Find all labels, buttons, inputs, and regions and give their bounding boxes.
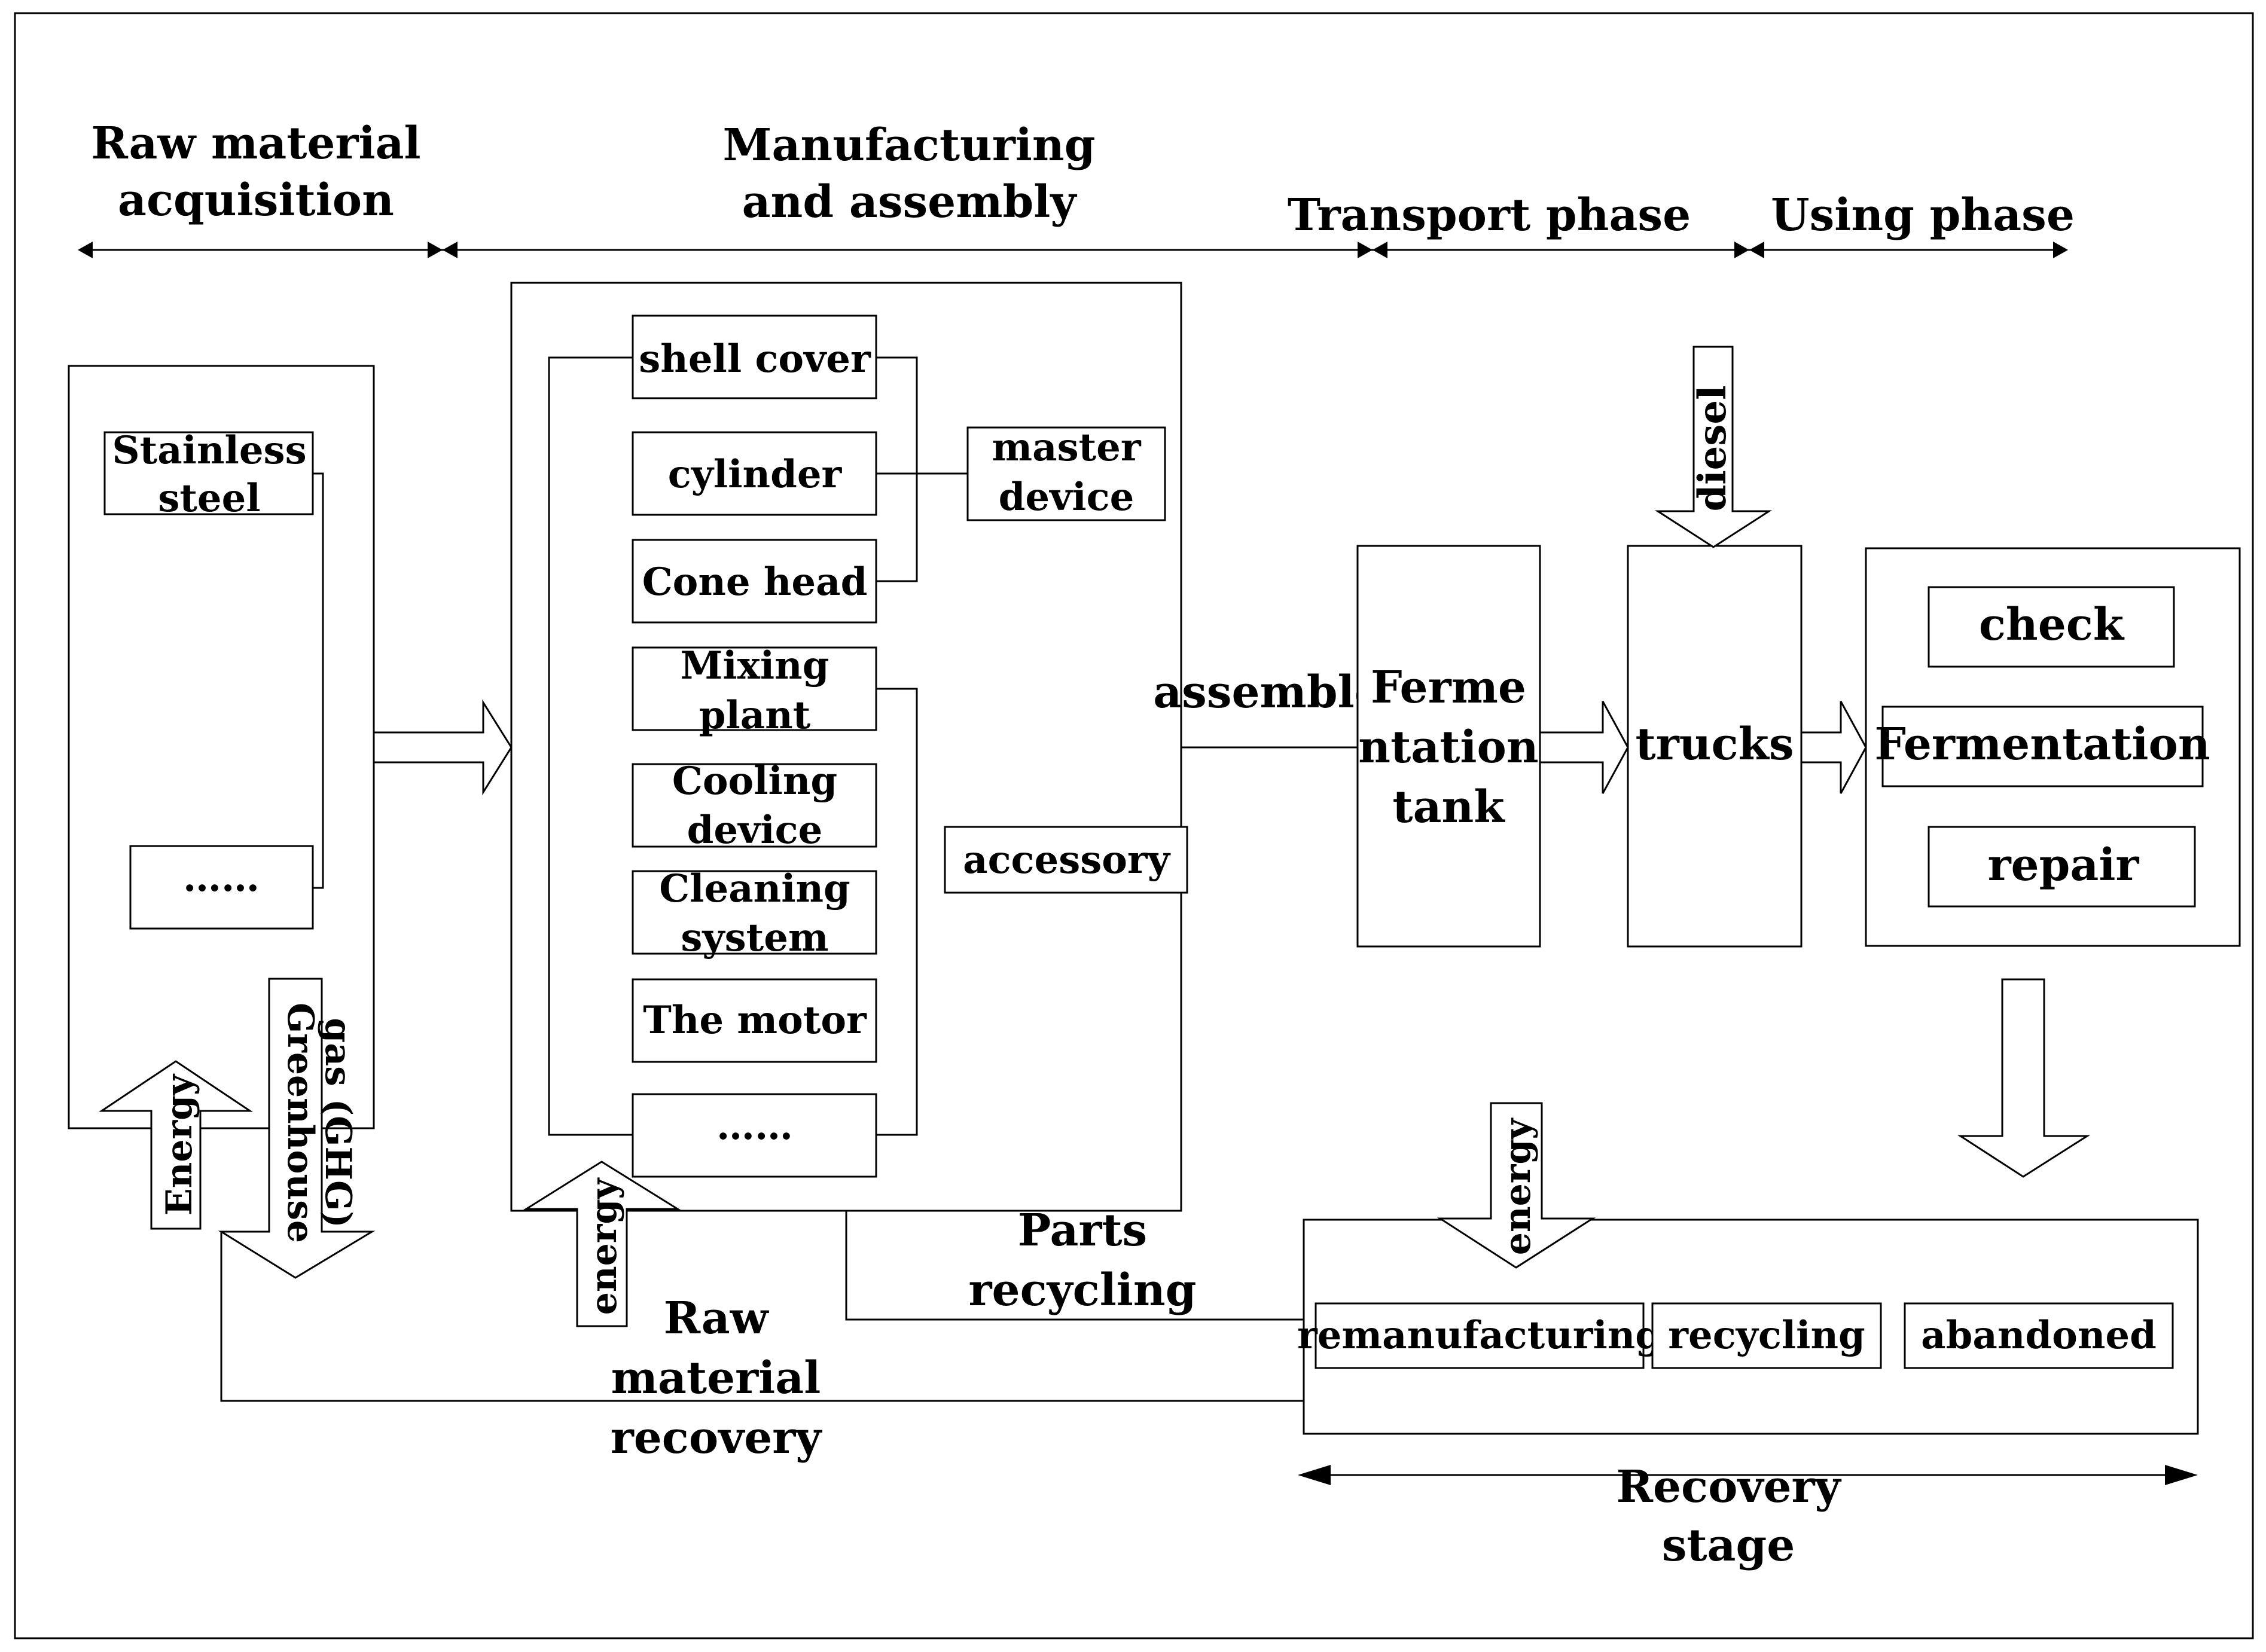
cleaning-system-label-2: system — [681, 915, 828, 960]
mixing-plant-label-2: plant — [699, 693, 811, 738]
repair-box — [1928, 826, 2196, 908]
phase-label-manufacturing-2: and assembly — [742, 176, 1078, 228]
parts-recycling-label-1: Parts — [1018, 1205, 1147, 1256]
components-outer-bracket — [548, 356, 633, 1136]
stainless-steel-label-1: Stainless — [112, 428, 306, 473]
accessory-label: accessory — [963, 838, 1171, 883]
raw-material-bracket — [313, 472, 324, 889]
fermentation-tank-label-3: tank — [1392, 781, 1505, 833]
flow-arrow-raw-to-manufacturing — [373, 699, 513, 796]
accessory-bracket — [876, 688, 918, 1136]
shell-cover-label: shell cover — [639, 337, 871, 381]
trucks-label: trucks — [1636, 719, 1794, 770]
remanufacturing-box — [1315, 1302, 1645, 1369]
fermentation-tank-label-2: ntation — [1358, 722, 1538, 773]
energy-down-arrow-recovery — [1437, 1102, 1596, 1269]
diesel-down-arrow — [1654, 346, 1773, 548]
cylinder-label: cylinder — [668, 452, 843, 497]
ghg-label-2: gas (GHG) — [317, 1018, 359, 1227]
parts-recycling-line — [845, 1211, 1304, 1321]
abandoned-label: abandoned — [1921, 1313, 2157, 1358]
energy-label-manufacturing: energy — [583, 1177, 625, 1315]
recycling-box — [1651, 1302, 1882, 1369]
master-device-box — [966, 426, 1166, 521]
phase-label-raw-material-2: acquisition — [118, 175, 394, 226]
cone-head-label: Cone head — [642, 560, 868, 604]
phase-timeline — [78, 242, 2068, 258]
cleaning-system-box — [632, 870, 877, 955]
recovery-stage-label-2: stage — [1662, 1520, 1795, 1571]
the-motor-box — [632, 978, 877, 1063]
recycling-label: recycling — [1668, 1313, 1865, 1358]
accessory-box — [944, 826, 1188, 894]
components-more-box — [632, 1093, 877, 1178]
ghg-down-arrow — [218, 978, 376, 1279]
raw-material-recovery-label-1: Raw — [664, 1293, 770, 1344]
check-box — [1928, 586, 2175, 668]
cooling-device-label-1: Cooling — [672, 759, 837, 804]
master-bracket — [876, 356, 918, 582]
raw-material-recovery-line — [220, 1232, 1304, 1402]
cleaning-system-label-1: Cleaning — [659, 866, 850, 911]
energy-up-arrow-manufacturing — [523, 1161, 681, 1327]
cone-head-box — [632, 539, 877, 624]
manufacturing-box — [510, 282, 1182, 1212]
energy-label-raw: Energy — [158, 1073, 200, 1216]
fermentation-tank-box — [1356, 545, 1541, 948]
ghg-label-1: Greenhouse — [279, 1003, 321, 1243]
assemble-label: assemble — [1153, 667, 1383, 718]
check-label: check — [1979, 599, 2125, 651]
mixing-plant-label-1: Mixing — [681, 643, 829, 688]
phase-label-manufacturing-1: Manufacturing — [723, 120, 1096, 171]
raw-material-more-label: …… — [183, 856, 260, 900]
master-device-label-1: master — [992, 425, 1142, 470]
energy-label-recovery: energy — [1497, 1117, 1539, 1256]
raw-material-recovery-label-3: recovery — [611, 1412, 823, 1464]
repair-label: repair — [1988, 839, 2140, 891]
raw-material-recovery-label-2: material — [611, 1352, 821, 1404]
master-device-label-2: device — [999, 475, 1134, 520]
raw-material-more-box — [129, 845, 314, 930]
phase-label-transport: Transport phase — [1288, 190, 1691, 241]
cooling-device-label-2: device — [687, 808, 823, 853]
parts-recycling-label-2: recycling — [969, 1265, 1197, 1316]
flow-arrow-tank-to-trucks — [1539, 701, 1629, 794]
fermentation-process-label: Fermentation — [1874, 719, 2210, 770]
trucks-box — [1627, 545, 1803, 948]
flow-arrow-using-to-recovery — [1957, 978, 2091, 1178]
recovery-stage-label-1: Recovery — [1616, 1461, 1841, 1513]
fermentation-process-box — [1881, 706, 2204, 787]
energy-up-arrow — [99, 1060, 253, 1230]
diesel-label: diesel — [1690, 386, 1735, 512]
recovery-timeline — [1298, 1465, 2198, 1485]
the-motor-label: The motor — [643, 998, 867, 1043]
phase-label-raw-material-1: Raw material — [91, 118, 420, 169]
flow-arrow-trucks-to-using — [1800, 701, 1867, 794]
fermentation-tank-label-1: Ferme — [1371, 662, 1526, 713]
remanufacturing-label: remanufacturing — [1297, 1313, 1662, 1358]
phase-label-using: Using phase — [1771, 190, 2075, 241]
stainless-steel-label-2: steel — [158, 476, 260, 521]
abandoned-box — [1904, 1302, 2174, 1369]
components-more-label: …… — [716, 1104, 793, 1149]
stainless-steel-box — [103, 431, 314, 515]
cooling-device-box — [632, 763, 877, 848]
